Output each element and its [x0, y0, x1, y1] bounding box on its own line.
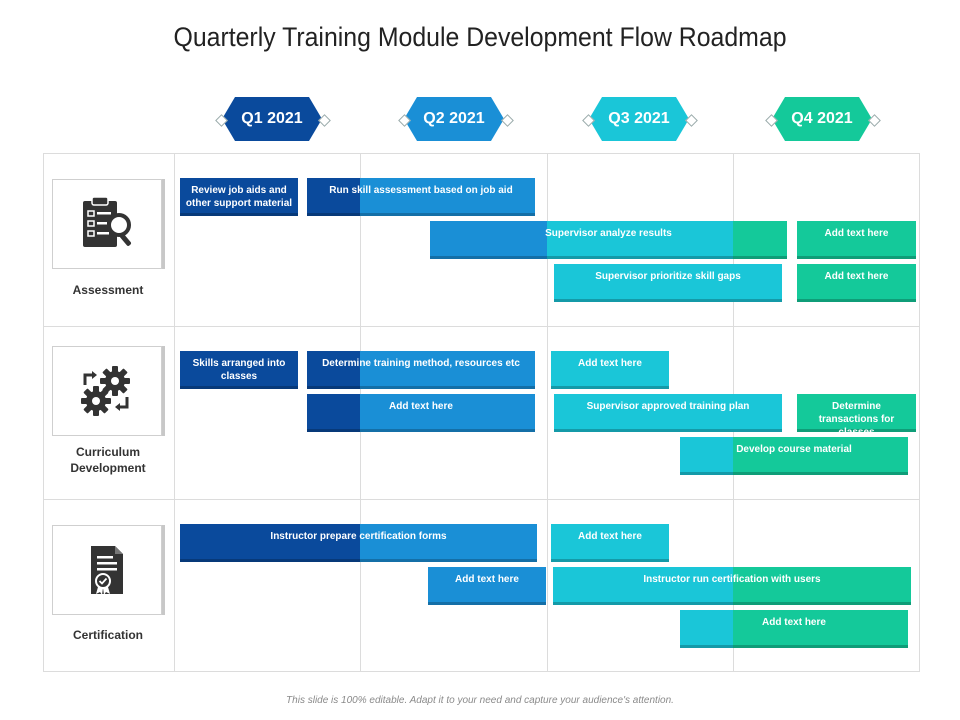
task-bar: Add text here — [797, 221, 916, 259]
grid-line — [43, 499, 920, 500]
task-bar: Determine training method, resources etc — [307, 351, 535, 389]
task-bar: Supervisor approved training plan — [554, 394, 782, 432]
gears-icon — [81, 366, 130, 416]
task-bar: Determine transactions for classes — [797, 394, 916, 432]
task-bar: Skills arranged into classes — [180, 351, 298, 389]
task-bar: Add text here — [307, 394, 535, 432]
category-label-curriculum: Curriculum Development — [70, 445, 146, 475]
grid-line — [174, 153, 175, 672]
task-bar: Run skill assessment based on job aid — [307, 178, 535, 216]
quarter-q1: Q1 2021 — [222, 97, 322, 141]
grid-line — [43, 326, 920, 327]
task-bar: Supervisor analyze results — [430, 221, 787, 259]
quarter-q2-label: Q2 2021 — [404, 97, 504, 141]
task-bar: Add text here — [551, 524, 669, 562]
footer-note: This slide is 100% editable. Adapt it to… — [286, 695, 674, 706]
grid-line — [547, 153, 548, 672]
quarter-q3: Q3 2021 — [589, 97, 689, 141]
task-bar: Add text here — [797, 264, 916, 302]
certification-icon-box — [52, 525, 162, 615]
category-label-certification: Certification — [72, 628, 143, 642]
quarter-q4-label: Q4 2021 — [772, 97, 872, 141]
task-bar: Add text here — [551, 351, 669, 389]
quarter-q3-label: Q3 2021 — [589, 97, 689, 141]
quarter-q4: Q4 2021 — [772, 97, 872, 141]
task-bar: Supervisor prioritize skill gaps — [554, 264, 782, 302]
task-bar: Add text here — [680, 610, 908, 648]
checklist-magnifier-icon — [83, 196, 131, 247]
assessment-icon-box — [52, 179, 162, 269]
category-label-assessment: Assessment — [72, 283, 144, 297]
task-bar: Add text here — [428, 567, 546, 605]
quarter-q2: Q2 2021 — [404, 97, 504, 141]
task-bar: Instructor run certification with users — [553, 567, 911, 605]
quarter-q1-label: Q1 2021 — [222, 97, 322, 141]
task-bar: Instructor prepare certification forms — [180, 524, 537, 562]
page-title: Quarterly Training Module Development Fl… — [173, 22, 787, 52]
task-bar: Develop course material — [680, 437, 908, 475]
task-bar: Review job aids and other support materi… — [180, 178, 298, 216]
curriculum-icon-box — [52, 346, 162, 436]
certificate-document-icon — [91, 546, 123, 595]
roadmap-grid — [43, 153, 920, 672]
